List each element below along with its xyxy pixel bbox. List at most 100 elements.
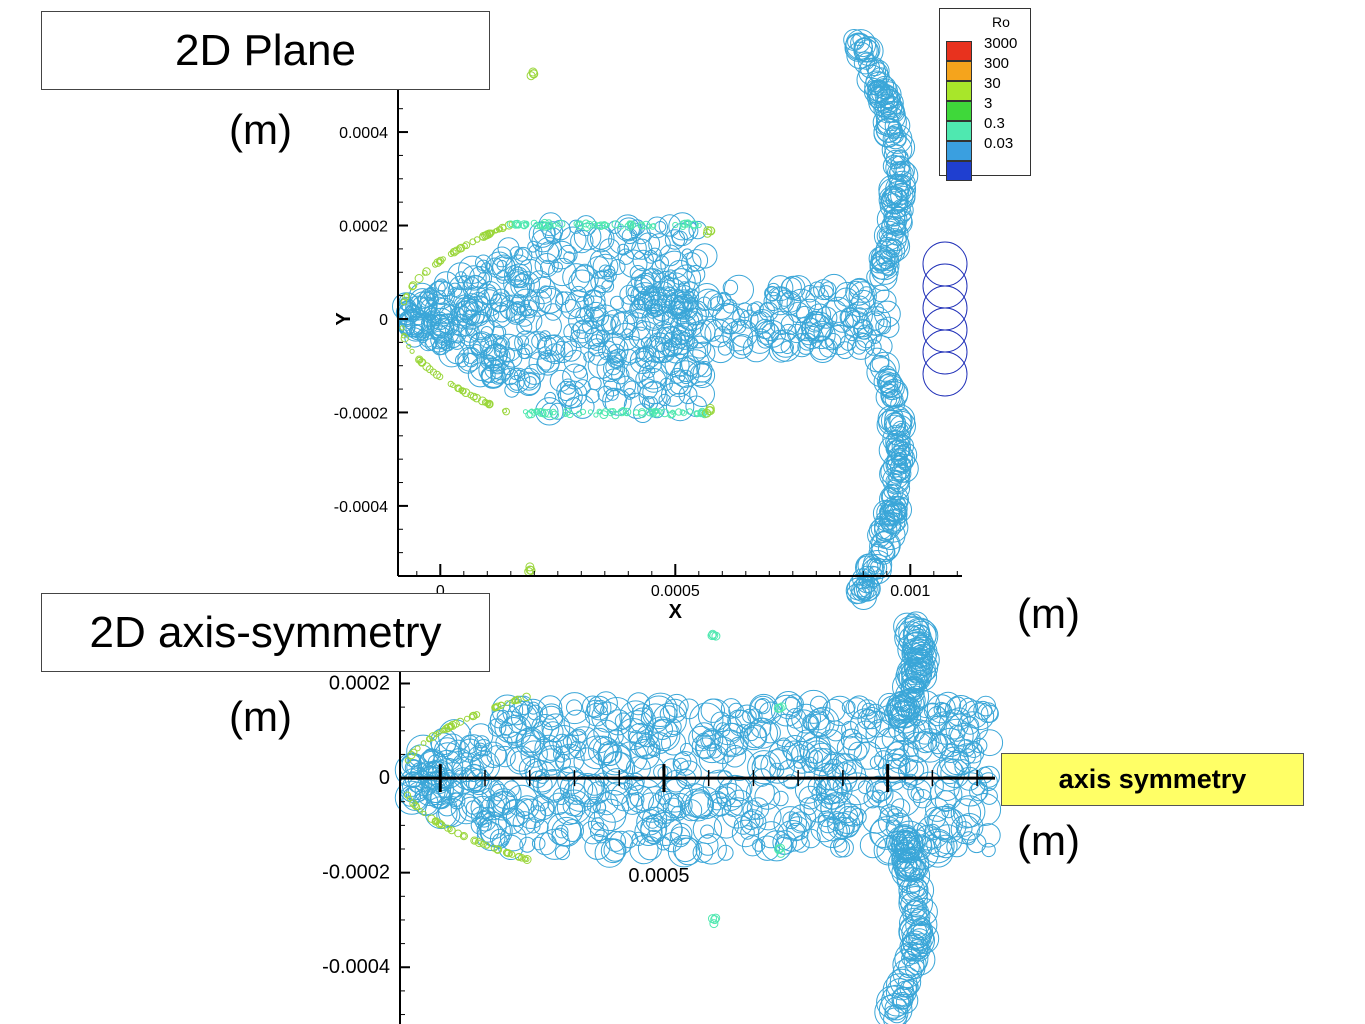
- bubble: [647, 247, 662, 263]
- bubble: [515, 798, 547, 829]
- bubble-cluster: [709, 919, 719, 929]
- bubble-rim: [668, 410, 676, 419]
- bubble: [791, 744, 810, 763]
- bubble-rim: [626, 220, 633, 227]
- bubble: [696, 360, 713, 378]
- bubble: [729, 736, 748, 756]
- bubble: [698, 743, 729, 774]
- bubble-cap: [460, 833, 467, 839]
- bubble-cap: [522, 855, 532, 864]
- bubble: [831, 753, 863, 785]
- bubble: [498, 834, 524, 860]
- bubble: [487, 718, 507, 737]
- bubble: [617, 248, 634, 265]
- bubble: [499, 722, 513, 736]
- bubble: [869, 256, 887, 274]
- bubble: [664, 352, 690, 378]
- bubble-rim: [539, 409, 547, 418]
- bubble: [880, 93, 896, 109]
- bubble: [981, 842, 996, 858]
- bubble: [722, 318, 738, 335]
- bubble: [768, 338, 794, 363]
- bubble-rim: [550, 410, 560, 420]
- bubble-deep: [922, 351, 968, 397]
- bubble: [500, 717, 528, 744]
- bubble: [910, 941, 929, 960]
- bubble: [485, 251, 513, 279]
- bubble: [450, 306, 474, 329]
- bubble: [604, 388, 632, 416]
- bubble: [808, 747, 832, 772]
- bubble-cap: [410, 748, 418, 756]
- bubble: [642, 806, 668, 833]
- bubble: [905, 663, 925, 683]
- bubble: [834, 837, 854, 858]
- bubble: [469, 331, 495, 357]
- bubble: [537, 769, 570, 801]
- bubble: [845, 301, 873, 330]
- bubble: [449, 333, 465, 350]
- bubble: [516, 318, 533, 335]
- bubble: [552, 787, 571, 805]
- bubble-rim: [600, 221, 608, 229]
- x-tick-label: 0: [436, 583, 445, 600]
- bubble: [433, 271, 459, 297]
- bubble: [824, 695, 856, 727]
- bubble: [894, 621, 928, 655]
- bubble: [726, 775, 753, 802]
- bubble: [746, 797, 770, 820]
- bubble: [722, 747, 756, 781]
- bubble: [757, 821, 785, 849]
- bubble: [901, 943, 920, 962]
- bubble: [481, 363, 506, 388]
- bubble: [437, 281, 454, 297]
- bubble: [884, 740, 919, 774]
- y-tick-label: -0.0002: [334, 405, 388, 422]
- bubble: [908, 923, 940, 955]
- bubble: [620, 830, 639, 849]
- bubble: [560, 340, 582, 362]
- bubble: [887, 700, 922, 734]
- bubble: [881, 186, 909, 214]
- bubble: [597, 741, 632, 776]
- bubble-rim: [684, 220, 691, 226]
- legend-label: 3000: [984, 35, 1018, 52]
- bubble: [882, 392, 898, 408]
- bubble: [538, 346, 552, 360]
- bubble: [667, 835, 701, 868]
- bubble: [861, 554, 892, 585]
- bubble: [882, 100, 906, 123]
- bubble: [742, 835, 764, 857]
- bubble: [769, 310, 794, 335]
- bubble: [692, 814, 723, 845]
- bubble: [502, 698, 530, 726]
- bubble: [958, 697, 979, 718]
- bubble-rim: [652, 409, 661, 418]
- bubble: [890, 798, 911, 819]
- bubble: [580, 735, 614, 770]
- bubble: [791, 703, 821, 734]
- bubble: [514, 246, 533, 266]
- bubble: [587, 781, 610, 804]
- bubble: [631, 754, 666, 788]
- bubble: [882, 124, 913, 154]
- bubble: [843, 29, 866, 51]
- bubble-rim: [574, 221, 584, 230]
- bubble: [722, 279, 739, 296]
- bubble: [525, 818, 541, 834]
- bubble: [879, 458, 911, 490]
- bubble: [848, 281, 877, 310]
- x-tick-label: 0.0005: [628, 865, 689, 887]
- bubble: [912, 720, 938, 745]
- bubble-rim: [686, 408, 694, 415]
- bubble: [642, 335, 670, 363]
- bubble: [531, 333, 547, 350]
- bubble-cap: [412, 802, 421, 811]
- bubble-cap: [469, 711, 478, 721]
- bubble-rim: [611, 410, 620, 420]
- bubble-rim: [576, 220, 584, 227]
- bubble: [566, 699, 583, 716]
- bubble: [447, 262, 475, 291]
- axis-title: 2D axis-symmetry: [41, 593, 490, 672]
